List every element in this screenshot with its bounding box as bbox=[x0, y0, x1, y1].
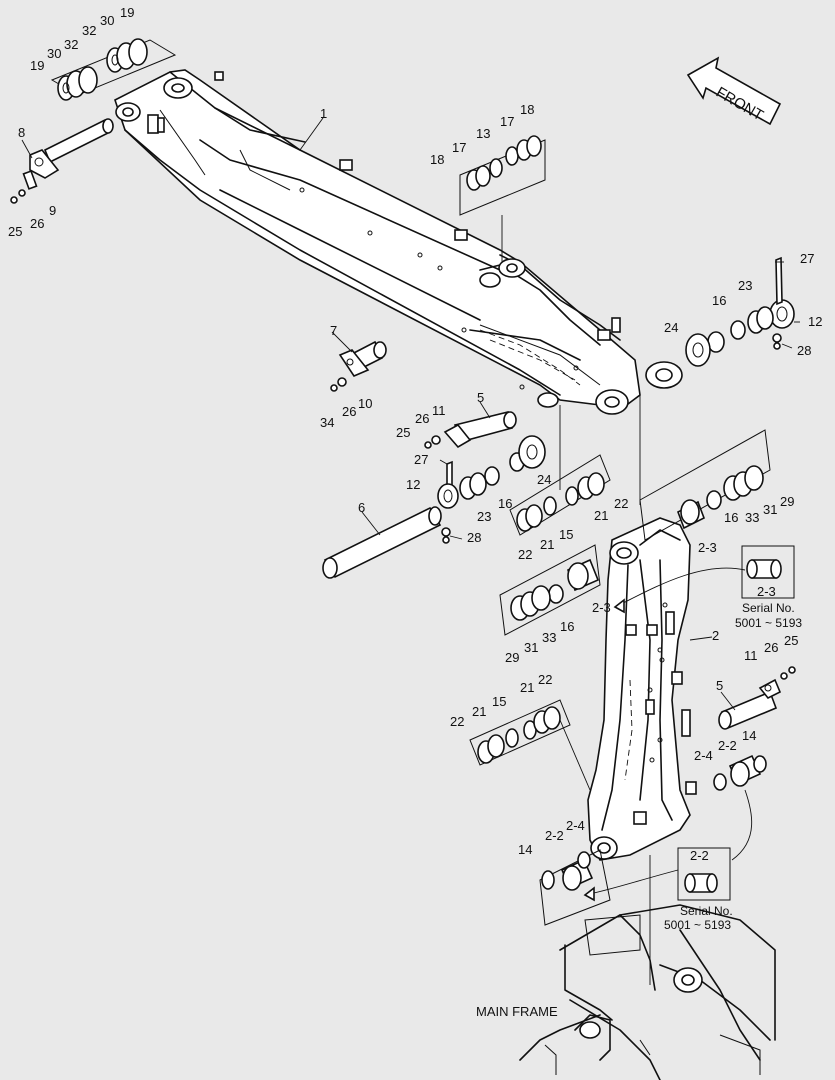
callout-2-4-bottom: 2-4 bbox=[566, 818, 585, 833]
inset-2-2-serial-range: 5001 ~ 5193 bbox=[664, 918, 731, 932]
callout-2-2-bottom: 2-2 bbox=[545, 828, 564, 843]
callout-18-upper-right: 18 bbox=[520, 102, 534, 117]
callout-22-lower-left: 22 bbox=[450, 714, 464, 729]
callout-17-upper-left: 17 bbox=[452, 140, 466, 155]
callout-29-left: 29 bbox=[505, 650, 519, 665]
callout-5-mid: 5 bbox=[477, 390, 484, 405]
callout-2-3-left: 2-3 bbox=[592, 600, 611, 615]
callout-12-mid: 12 bbox=[406, 477, 420, 492]
inset-2-3-serial-label: Serial No. bbox=[742, 601, 795, 615]
callout-10: 10 bbox=[358, 396, 372, 411]
callout-26-mid: 26 bbox=[342, 404, 356, 419]
callout-13: 13 bbox=[476, 126, 490, 141]
callout-12-right: 12 bbox=[808, 314, 822, 329]
callout-26-lower-right: 26 bbox=[764, 640, 778, 655]
callout-2-4-right: 2-4 bbox=[694, 748, 713, 763]
front-arrow bbox=[686, 56, 782, 126]
callout-16-upper-right: 16 bbox=[724, 510, 738, 525]
callout-5-lower-right: 5 bbox=[716, 678, 723, 693]
boom-arm bbox=[114, 69, 683, 415]
callout-21-mid-right: 21 bbox=[594, 508, 608, 523]
callout-22-lower-right: 22 bbox=[538, 672, 552, 687]
main-frame bbox=[519, 904, 776, 1080]
arm-link bbox=[587, 517, 697, 861]
callout-29-right: 29 bbox=[780, 494, 794, 509]
main-frame-label: MAIN FRAME bbox=[476, 1004, 558, 1019]
callout-21-lower-left: 21 bbox=[472, 704, 486, 719]
callout-24-right: 24 bbox=[664, 320, 678, 335]
callout-7: 7 bbox=[330, 323, 337, 338]
callout-21-lower-right: 21 bbox=[520, 680, 534, 695]
inset-2-2 bbox=[583, 789, 753, 902]
callout-16-left: 16 bbox=[560, 619, 574, 634]
callout-25-left: 25 bbox=[8, 224, 22, 239]
washer-stacks bbox=[10, 38, 796, 985]
callout-16-right: 16 bbox=[712, 293, 726, 308]
callout-24-mid: 24 bbox=[537, 472, 551, 487]
callout-26-left: 26 bbox=[30, 216, 44, 231]
callout-17-upper-right: 17 bbox=[500, 114, 514, 129]
callout-32-top-left: 32 bbox=[64, 37, 78, 52]
callout-31-right: 31 bbox=[763, 502, 777, 517]
callout-6: 6 bbox=[358, 500, 365, 515]
callout-14-bottom: 14 bbox=[518, 842, 532, 857]
callout-22-mid-right: 22 bbox=[614, 496, 628, 511]
leader-lines bbox=[21, 117, 800, 711]
callout-19-top-right: 19 bbox=[120, 5, 134, 20]
callout-30-top-right: 30 bbox=[100, 13, 114, 28]
callout-8: 8 bbox=[18, 125, 25, 140]
callout-34: 34 bbox=[320, 415, 334, 430]
callout-15-lower: 15 bbox=[492, 694, 506, 709]
inset-2-2-serial-label: Serial No. bbox=[680, 904, 733, 918]
callout-2: 2 bbox=[712, 628, 719, 643]
callout-19-top-left: 19 bbox=[30, 58, 44, 73]
inset-2-2-title: 2-2 bbox=[690, 848, 709, 863]
inset-2-3-serial-range: 5001 ~ 5193 bbox=[735, 616, 802, 630]
callout-21-mid-left: 21 bbox=[540, 537, 554, 552]
callout-26-upper-mid: 26 bbox=[415, 411, 429, 426]
callout-31-left: 31 bbox=[524, 640, 538, 655]
callout-25-lower-right: 25 bbox=[784, 633, 798, 648]
callout-16-mid: 16 bbox=[498, 496, 512, 511]
callout-2-2-right: 2-2 bbox=[718, 738, 737, 753]
callout-33-right: 33 bbox=[745, 510, 759, 525]
callout-14-right: 14 bbox=[742, 728, 756, 743]
callout-25-mid: 25 bbox=[396, 425, 410, 440]
callout-30-top-left: 30 bbox=[47, 46, 61, 61]
callout-27-right: 27 bbox=[800, 251, 814, 266]
callout-11-mid: 11 bbox=[432, 403, 446, 418]
callout-28-mid: 28 bbox=[467, 530, 481, 545]
callout-labels: 19 30 32 30 32 19 8 9 26 25 1 18 17 13 1… bbox=[8, 5, 822, 1019]
inset-2-3-title: 2-3 bbox=[757, 584, 776, 599]
callout-27-mid: 27 bbox=[414, 452, 428, 467]
callout-15-mid: 15 bbox=[559, 527, 573, 542]
callout-22-mid-left: 22 bbox=[518, 547, 532, 562]
callout-32-top-right: 32 bbox=[82, 23, 96, 38]
callout-1: 1 bbox=[320, 106, 327, 121]
callout-23-mid: 23 bbox=[477, 509, 491, 524]
callout-28-right: 28 bbox=[797, 343, 811, 358]
callout-11-lower-right: 11 bbox=[744, 648, 758, 663]
callout-2-3-upper: 2-3 bbox=[698, 540, 717, 555]
callout-23-right: 23 bbox=[738, 278, 752, 293]
callout-33-left: 33 bbox=[542, 630, 556, 645]
callout-9: 9 bbox=[49, 203, 56, 218]
inset-2-3 bbox=[613, 545, 795, 614]
callout-18-upper-left: 18 bbox=[430, 152, 444, 167]
